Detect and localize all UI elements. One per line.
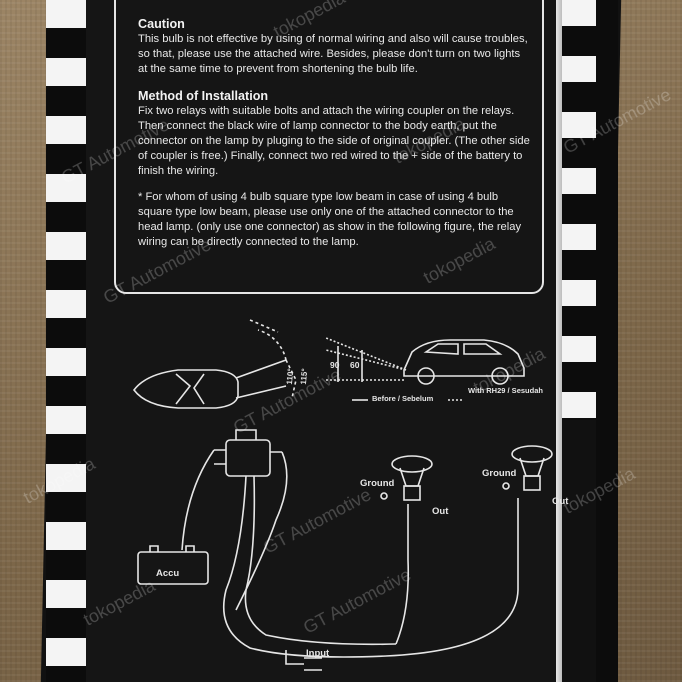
caution-body: This bulb is not effective by using of n… xyxy=(138,33,528,76)
angle-115-label: 115° xyxy=(298,368,310,385)
out-right-label: Out xyxy=(552,496,569,507)
wiring-diagram: 110° 115° 90 60 Before / Sebelum With RH… xyxy=(86,290,568,682)
angle-110-label: 110° xyxy=(284,368,296,385)
ground-right-label: Ground xyxy=(482,468,517,479)
installation-section: Method of Installation Fix two relays wi… xyxy=(138,88,530,180)
installation-body: Fix two relays with suitable bolts and a… xyxy=(138,104,530,178)
lamp-right-icon xyxy=(502,445,553,491)
note-body: * For whom of using 4 bulb square type l… xyxy=(138,190,522,249)
out-left-label: Out xyxy=(432,506,449,517)
left-stripes xyxy=(46,0,86,682)
angle-90-label: 90 xyxy=(330,360,340,370)
accu-label: Accu xyxy=(156,568,180,579)
box-right-edge xyxy=(596,0,618,682)
installation-heading: Method of Installation xyxy=(138,88,269,103)
lamp-left-icon xyxy=(380,455,433,501)
instruction-text-box: Caution This bulb is not effective by us… xyxy=(114,0,544,294)
car-top-view-icon xyxy=(132,319,297,409)
relay-connector-icon xyxy=(214,429,282,477)
angle-60-label: 60 xyxy=(350,360,360,370)
battery-icon xyxy=(137,545,209,585)
panel-white-edge xyxy=(556,0,562,682)
input-label: Input xyxy=(306,648,330,659)
legend-after: With RH29 / Sesudah xyxy=(468,386,543,395)
black-panel xyxy=(86,0,562,682)
caution-section: Caution This bulb is not effective by us… xyxy=(138,16,530,78)
caution-heading: Caution xyxy=(138,17,185,31)
ground-left-label: Ground xyxy=(360,478,395,489)
legend-before: Before / Sebelum xyxy=(372,394,434,403)
diagram-illustration xyxy=(132,319,553,671)
car-side-view-icon xyxy=(325,337,525,385)
wiring-harness xyxy=(181,449,519,671)
